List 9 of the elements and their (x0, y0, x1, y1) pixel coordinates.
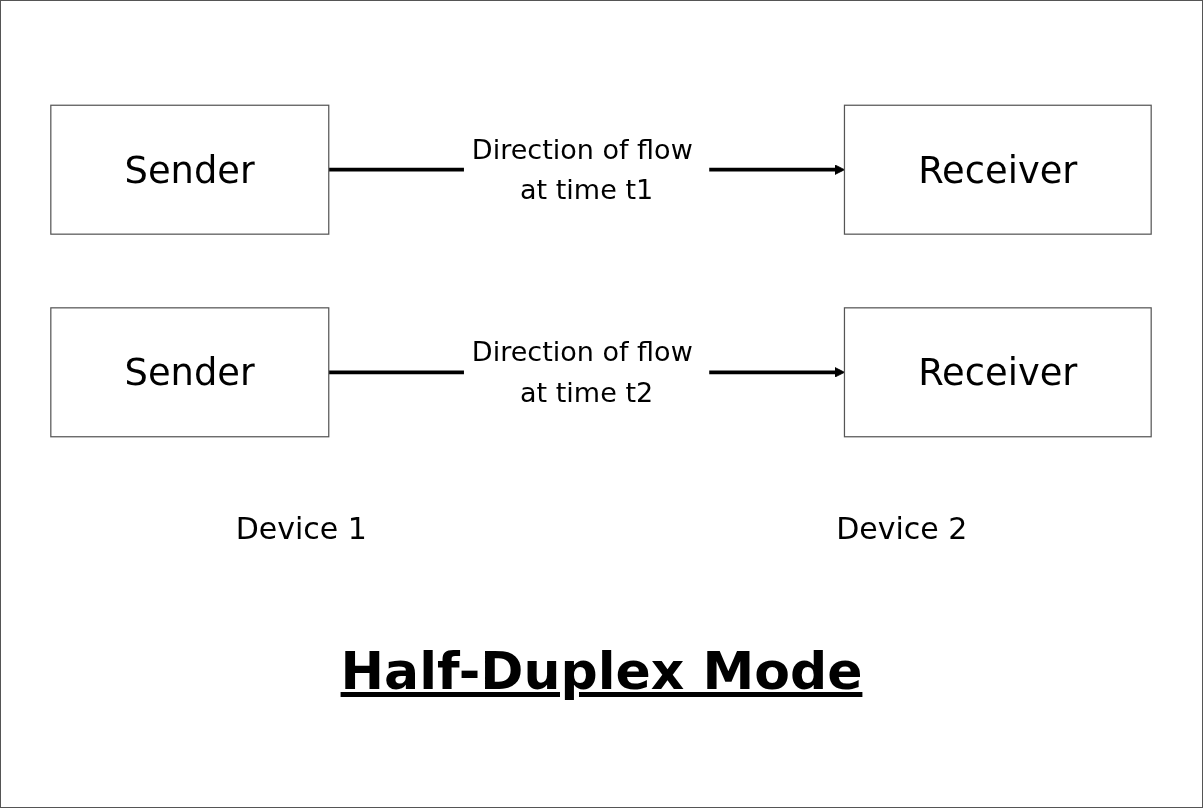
device-label: Device 1 (235, 511, 367, 546)
diagram-title: Half-Duplex Mode (339, 641, 864, 701)
device-label: Device 2 (836, 511, 968, 546)
edge-label: Direction of flow at time t2 (471, 336, 693, 408)
node-box: Receiver (843, 104, 1152, 235)
node-box: Receiver (843, 307, 1152, 438)
node-box: Sender (50, 104, 330, 235)
node-box: Sender (50, 307, 330, 438)
edge-label: Direction of flow at time t1 (471, 134, 693, 206)
